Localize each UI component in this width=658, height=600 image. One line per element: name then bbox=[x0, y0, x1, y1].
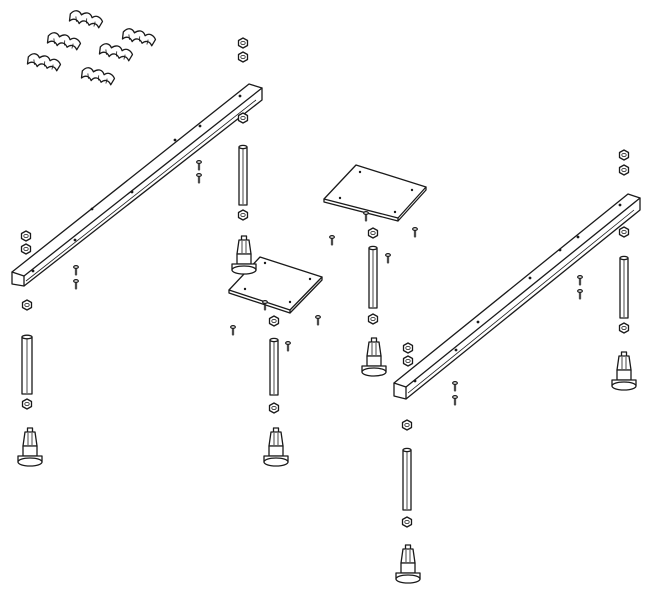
clip bbox=[97, 41, 135, 63]
adjustable-foot bbox=[17, 427, 43, 467]
clip bbox=[25, 51, 63, 73]
adjustable-foot bbox=[395, 544, 421, 584]
threaded-rod bbox=[21, 334, 33, 395]
nut bbox=[268, 315, 280, 327]
nut bbox=[237, 37, 249, 49]
nut bbox=[401, 419, 413, 431]
screw bbox=[329, 234, 335, 246]
nut bbox=[20, 243, 32, 255]
screw bbox=[196, 159, 202, 171]
screw bbox=[73, 278, 79, 290]
nut bbox=[21, 398, 33, 410]
screw bbox=[315, 314, 321, 326]
nut bbox=[618, 149, 630, 161]
clip bbox=[79, 65, 117, 87]
nut bbox=[20, 230, 32, 242]
nut bbox=[21, 299, 33, 311]
clip bbox=[120, 26, 158, 48]
clip bbox=[67, 8, 105, 30]
threaded-rod bbox=[269, 337, 279, 396]
nut bbox=[237, 112, 249, 124]
screw bbox=[230, 324, 236, 336]
threaded-rod bbox=[402, 447, 412, 511]
nut bbox=[401, 516, 413, 528]
screw bbox=[363, 210, 369, 222]
nut bbox=[618, 164, 630, 176]
nut bbox=[618, 226, 630, 238]
mounting-plate bbox=[323, 164, 427, 222]
threaded-rod bbox=[368, 245, 378, 309]
nut bbox=[367, 227, 379, 239]
adjustable-foot bbox=[361, 337, 387, 377]
nut bbox=[237, 51, 249, 63]
screw bbox=[412, 226, 418, 238]
threaded-rod bbox=[619, 255, 629, 319]
adjustable-foot bbox=[263, 427, 289, 467]
nut bbox=[237, 209, 249, 221]
adjustable-foot bbox=[611, 351, 637, 391]
screw bbox=[577, 288, 583, 300]
threaded-rod bbox=[238, 144, 248, 206]
nut bbox=[268, 402, 280, 414]
screw bbox=[73, 264, 79, 276]
screw bbox=[577, 274, 583, 286]
screw bbox=[452, 394, 458, 406]
nut bbox=[402, 355, 414, 367]
clip bbox=[45, 30, 83, 52]
screw bbox=[196, 172, 202, 184]
rail bbox=[393, 193, 641, 400]
nut bbox=[618, 322, 630, 334]
screw bbox=[385, 252, 391, 264]
screw bbox=[285, 340, 291, 352]
nut bbox=[402, 342, 414, 354]
adjustable-foot bbox=[231, 235, 257, 275]
nut bbox=[367, 313, 379, 325]
screw bbox=[452, 380, 458, 392]
rail bbox=[11, 83, 263, 287]
